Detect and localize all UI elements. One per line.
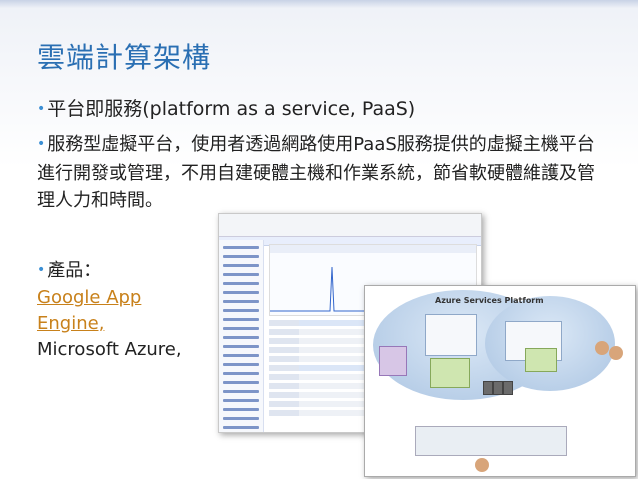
azure-services-box xyxy=(425,314,477,356)
server-icon xyxy=(503,381,513,395)
slide-title: 雲端計算架構 xyxy=(37,41,212,74)
server-icon xyxy=(493,381,503,395)
server-icon xyxy=(483,381,493,395)
products-label: 產品： xyxy=(47,260,102,281)
gae-sidebar xyxy=(219,240,264,432)
bullet-dot: • xyxy=(37,262,46,278)
partner-apps-box xyxy=(430,358,470,388)
end-users-icon xyxy=(609,346,623,360)
developer-tools-bar xyxy=(415,426,567,456)
azure-services-diagram: Azure Services Platform xyxy=(364,285,636,477)
your-cloud-app-box xyxy=(525,348,557,372)
gae-header xyxy=(219,214,481,237)
bullet-products: •產品： Google App Engine, Microsoft Azure, xyxy=(37,258,207,363)
azure-diagram-title: Azure Services Platform xyxy=(435,296,544,305)
top-band xyxy=(0,0,638,8)
bullet-paas-text: 平台即服務(platform as a service, PaaS) xyxy=(47,98,416,120)
developers-icon xyxy=(475,458,489,472)
bullet-description: •服務型虛擬平台，使用者透過網路使用PaaS服務提供的虛擬主機平台進行開發或管理… xyxy=(37,131,597,214)
bullet-paas: •平台即服務(platform as a service, PaaS) xyxy=(37,95,415,125)
bullet-description-text: 服務型虛擬平台，使用者透過網路使用PaaS服務提供的虛擬主機平台進行開發或管理，… xyxy=(37,134,595,211)
bullet-dot: • xyxy=(37,136,46,152)
microsoft-azure-text: Microsoft Azure, xyxy=(37,339,182,360)
bullet-dot: • xyxy=(37,101,46,117)
end-users-icon xyxy=(595,341,609,355)
google-app-engine-link[interactable]: Google App Engine, xyxy=(37,287,142,334)
your-software-box xyxy=(379,346,407,376)
